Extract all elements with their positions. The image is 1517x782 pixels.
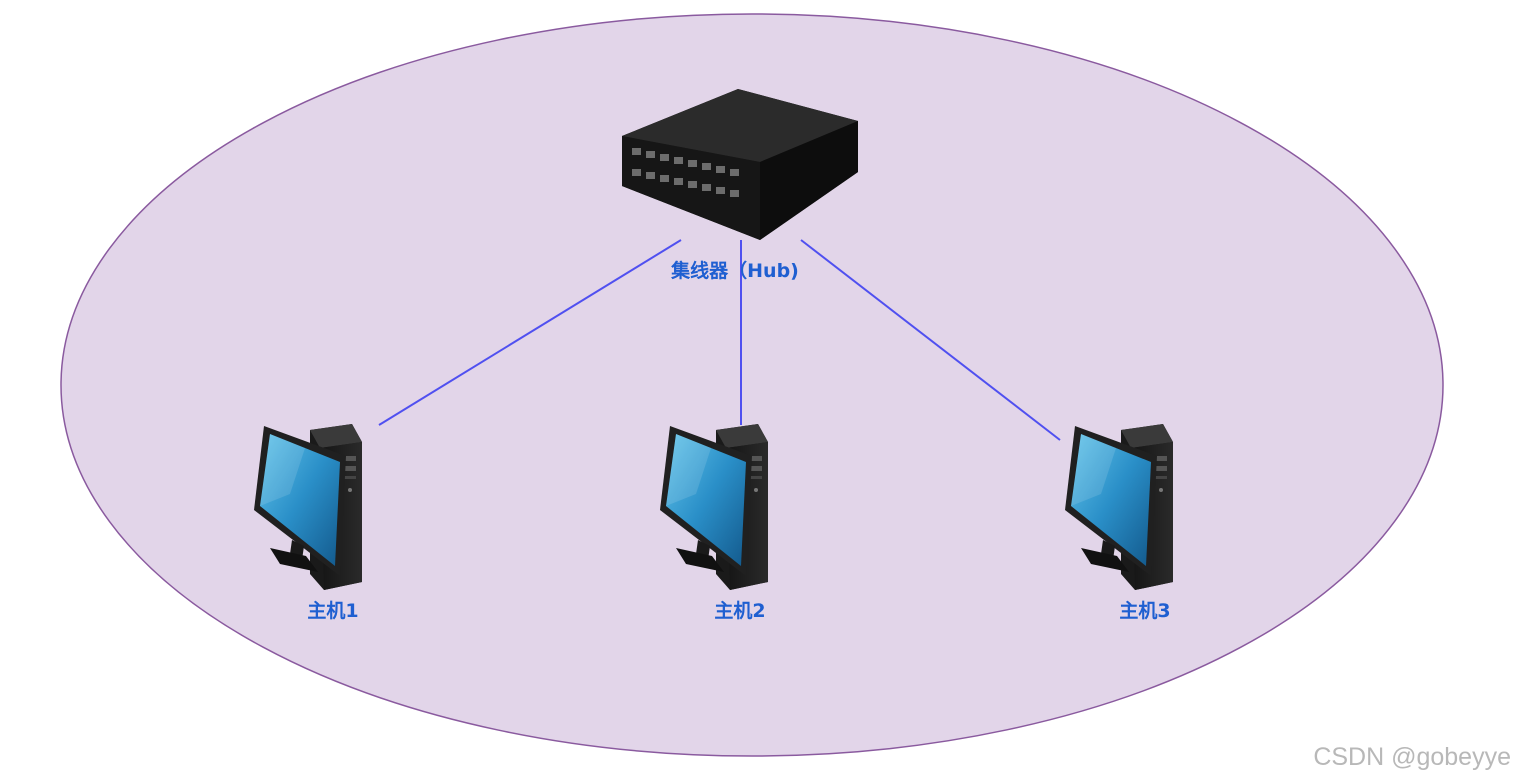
network-hub-icon (622, 89, 858, 240)
hub-label: 集线器（Hub) (671, 260, 799, 282)
link-hub-host1 (378, 239, 682, 426)
host3-label: 主机3 (1119, 600, 1171, 622)
host2-label: 主机2 (714, 600, 766, 622)
watermark: CSDN @gobeyye (1313, 743, 1511, 771)
link-hub-host3 (800, 239, 1061, 441)
network-area (60, 13, 1444, 757)
host1-label: 主机1 (307, 600, 359, 622)
